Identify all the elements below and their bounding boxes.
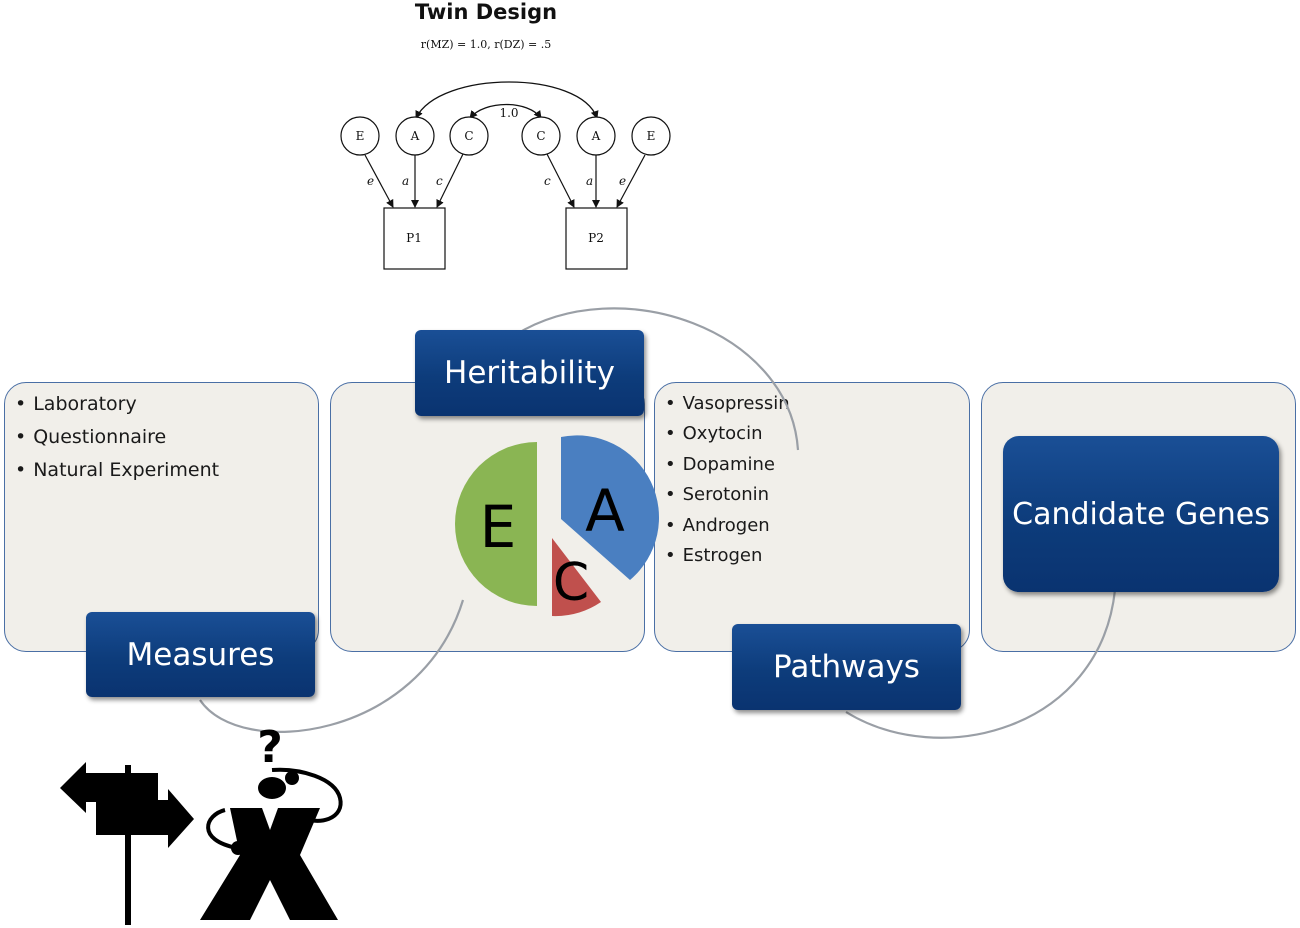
pie-label-a: A [585, 477, 625, 545]
pathways-list: Vasopressin Oxytocin Dopamine Serotonin … [665, 389, 790, 571]
phenotype-label: P2 [588, 231, 604, 245]
heritability-label: Heritability [415, 330, 644, 416]
path-label: c [436, 174, 443, 188]
list-item: Estrogen [665, 541, 790, 571]
factor-label: E [356, 129, 365, 143]
right-factors: C A E [521, 116, 671, 156]
pie-label-c: C [553, 553, 589, 613]
factor-label: A [591, 129, 601, 143]
c-correlation-arrow [469, 103, 542, 119]
path-label: a [402, 174, 409, 188]
pathways-panel: Vasopressin Oxytocin Dopamine Serotonin … [654, 382, 970, 652]
list-item: Laboratory [15, 388, 219, 421]
list-item: Oxytocin [665, 419, 790, 449]
factor-label: A [410, 129, 420, 143]
phenotype-box-p2 [565, 207, 628, 270]
list-item: Androgen [665, 511, 790, 541]
connector-arc [514, 307, 800, 451]
correlation-label: 1.0 [499, 106, 518, 120]
left-factors: E A C [340, 116, 489, 156]
list-item: Serotonin [665, 480, 790, 510]
twin-design-subtitle: r(MZ) = 1.0, r(DZ) = .5 [420, 38, 552, 51]
measures-list: Laboratory Questionnaire Natural Experim… [15, 388, 219, 487]
list-item: Natural Experiment [15, 454, 219, 487]
signpost-icon [60, 762, 194, 925]
path-label: e [619, 174, 626, 188]
list-item: Vasopressin [665, 389, 790, 419]
pathways-label: Pathways [732, 624, 961, 710]
confused-person-icon: ? [200, 722, 343, 920]
factor-label: C [536, 129, 545, 143]
connector-arcs [199, 307, 1117, 739]
list-item: Dopamine [665, 450, 790, 480]
path-label: c [544, 174, 551, 188]
pie-slice-c [552, 538, 601, 617]
twin-design-title: Twin Design [414, 0, 558, 24]
mz-correlation-arrow [415, 81, 599, 119]
path-label: a [586, 174, 593, 188]
candidate-genes-label: Candidate Genes [1003, 436, 1279, 592]
connector-arc [845, 589, 1117, 739]
factor-label: C [464, 129, 473, 143]
ace-pie-chart: E A C [455, 435, 660, 617]
connector-arc [199, 599, 465, 733]
phenotype-box-p1 [383, 207, 446, 270]
svg-text:?: ? [257, 722, 283, 773]
factor-label: E [647, 129, 656, 143]
pie-slice-e [455, 442, 537, 606]
path-labels: e a c c a e [367, 174, 626, 188]
phenotype-label: P1 [406, 231, 422, 245]
measures-label: Measures [86, 612, 315, 697]
path-label: e [367, 174, 374, 188]
twin-diagram: 1.0 E A C C A E e [340, 81, 671, 270]
measures-panel: Laboratory Questionnaire Natural Experim… [4, 382, 319, 652]
path-arrows [364, 153, 646, 208]
pie-slice-a [561, 435, 660, 580]
pie-label-e: E [480, 493, 517, 561]
list-item: Questionnaire [15, 421, 219, 454]
